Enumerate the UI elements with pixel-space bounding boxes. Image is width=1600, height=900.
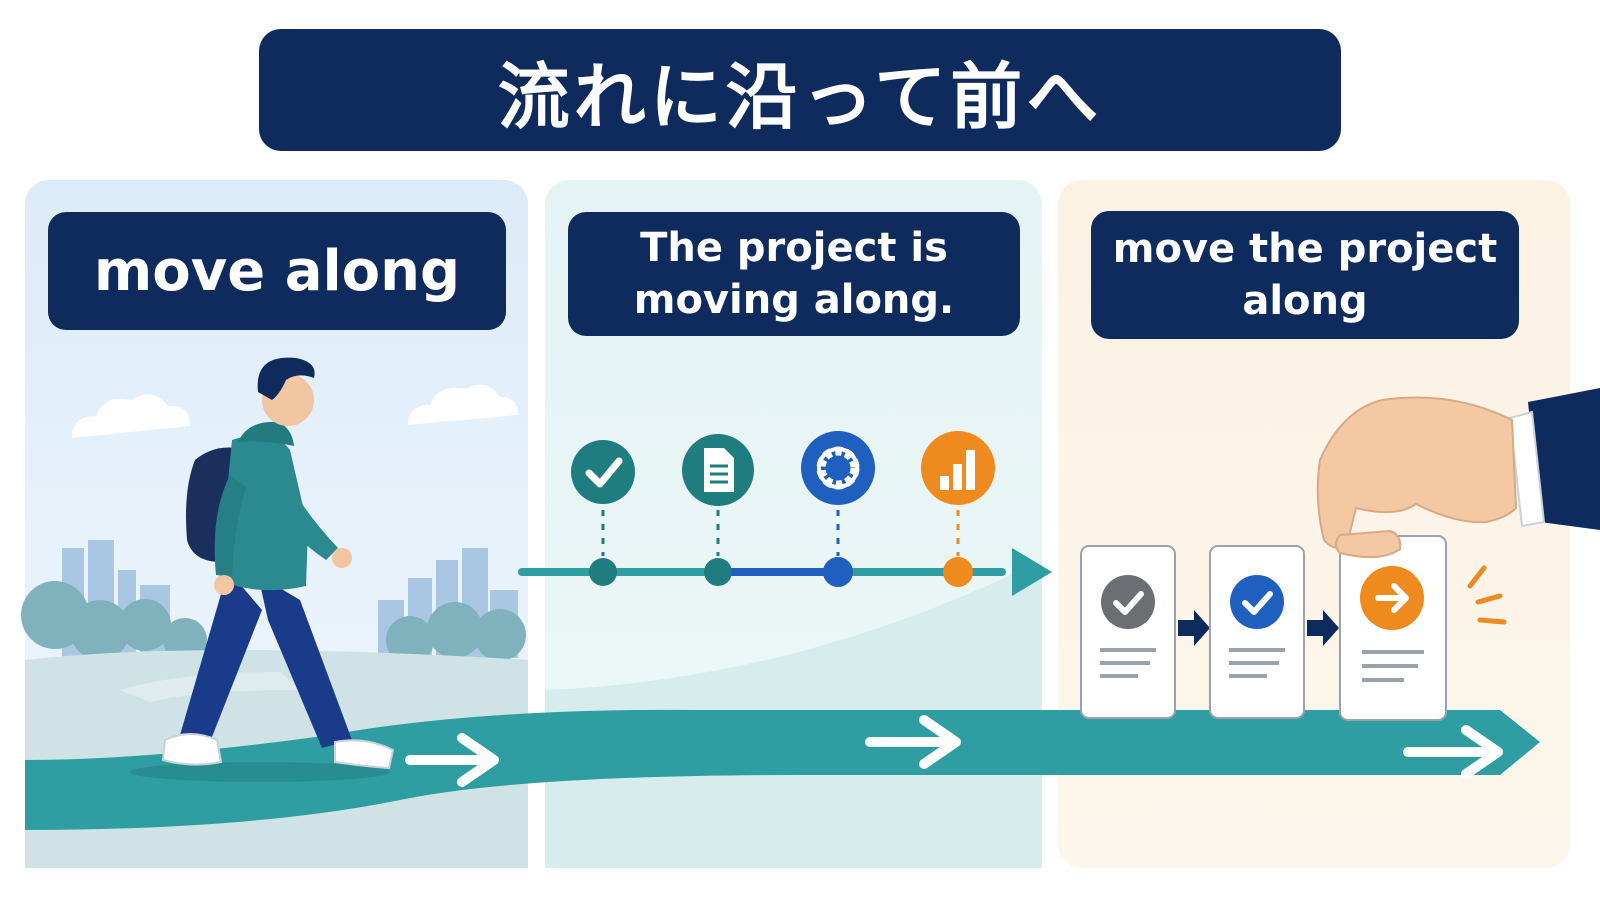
path-arrow-1 [405, 733, 499, 787]
document-icon [682, 434, 754, 506]
flow-path [25, 709, 1540, 830]
project-timeline [518, 510, 1052, 596]
timeline-arrowhead [1012, 548, 1052, 596]
gear-icon [801, 431, 875, 505]
label-move-project: move the project along [1091, 211, 1519, 339]
label-project-moving-text: The project is moving along. [633, 225, 955, 323]
label-move-project-text: move the project along [1112, 226, 1498, 324]
label-move-along-text: move along [93, 238, 461, 304]
card-arrow-1 [1178, 610, 1210, 646]
label-move-along: move along [48, 212, 506, 330]
task-card-done [1080, 545, 1176, 719]
path-arrow-2 [865, 715, 961, 769]
motion-lines [1467, 565, 1507, 625]
hand-pushing [1316, 388, 1600, 559]
page-title: 流れに沿って前へ [497, 54, 1103, 139]
check-icon [571, 440, 635, 504]
task-card-next [1339, 535, 1447, 721]
title-banner: 流れに沿って前へ [259, 29, 1341, 151]
label-project-moving: The project is moving along. [568, 212, 1020, 336]
task-card-checked [1209, 545, 1305, 719]
walking-person [130, 357, 395, 782]
path-arrow-3 [1403, 725, 1503, 779]
bar-chart-icon [921, 431, 995, 505]
clouds [72, 384, 518, 438]
card-arrow-2 [1307, 610, 1339, 646]
